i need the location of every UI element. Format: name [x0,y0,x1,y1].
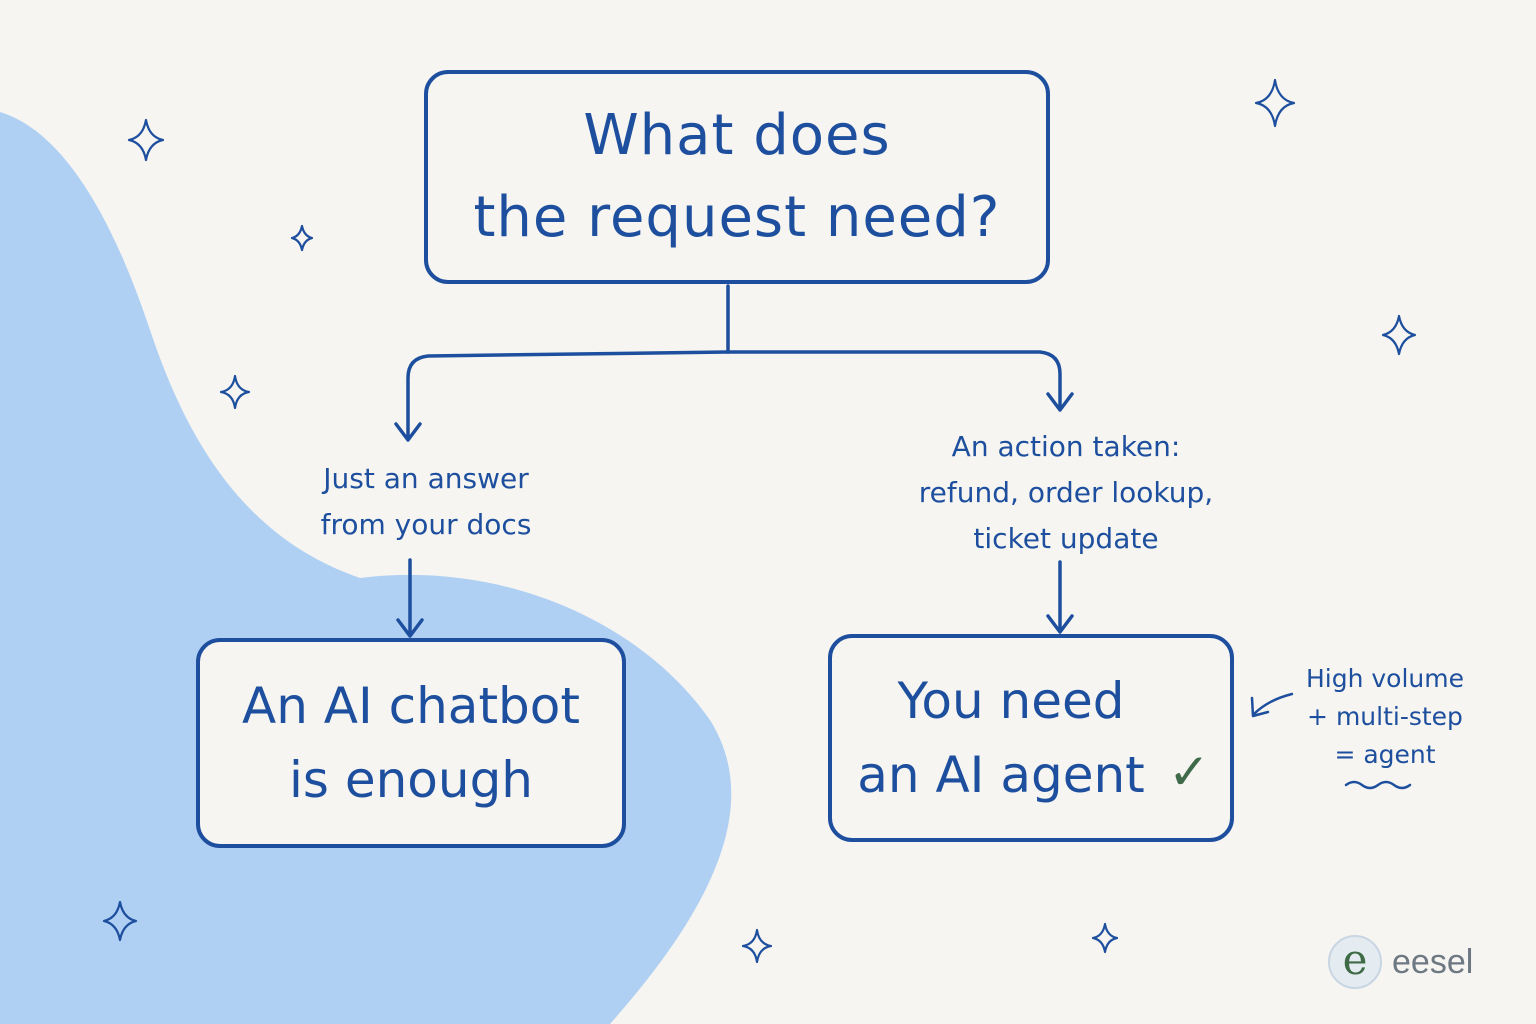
eesel-logo: e eesel [1328,934,1473,990]
chatbot-line-2: is enough [289,751,533,809]
note-arrow-line [1252,692,1294,716]
sparkle-icon [219,374,251,410]
chatbot-result-box: An AI chatbot is enough [196,638,626,848]
left-branch-line [406,350,730,440]
question-box: What does the request need? [424,70,1050,284]
right-branch-label: An action taken: refund, order lookup, t… [906,424,1226,562]
note-line-2: + multi-step [1307,702,1463,731]
right-result-arrowhead [1046,614,1074,634]
note-squiggle [1344,780,1412,790]
right-branch-arrowhead [1046,392,1074,412]
left-result-arrowhead [396,618,424,638]
right-branch-line [726,350,1062,410]
agent-line-2: an AI agent [857,746,1145,804]
left-branch-arrowhead [394,422,422,442]
checkmark-icon: ✓ [1168,743,1210,801]
sparkles [102,78,1417,964]
left-branch-label: Just an answer from your docs [296,456,556,548]
logo-wordmark: eesel [1392,942,1474,981]
right-label-line-1: An action taken: [951,430,1181,463]
note-line-3: = agent [1334,740,1436,769]
sparkle-icon [127,118,165,162]
left-label-line-1: Just an answer [323,462,529,495]
side-note: High volume + multi-step = agent [1300,660,1470,774]
agent-result-box: You need an AI agent [828,634,1234,842]
note-arrowhead [1250,696,1270,718]
agent-line-1: You need [897,672,1125,730]
right-label-line-3: ticket update [973,522,1159,555]
chatbot-line-1: An AI chatbot [242,677,580,735]
left-label-line-2: from your docs [320,508,532,541]
sparkle-icon [102,900,138,942]
sparkle-icon [741,928,773,964]
right-label-line-2: refund, order lookup, [918,476,1214,509]
question-line-2: the request need? [473,185,1001,250]
logo-mark-icon: e [1328,935,1382,989]
sparkle-icon [290,224,314,252]
sparkle-icon [1381,314,1417,356]
sparkle-icon [1091,922,1119,954]
note-line-1: High volume [1305,664,1465,693]
question-line-1: What does [583,103,891,168]
sparkle-icon [1254,78,1296,128]
